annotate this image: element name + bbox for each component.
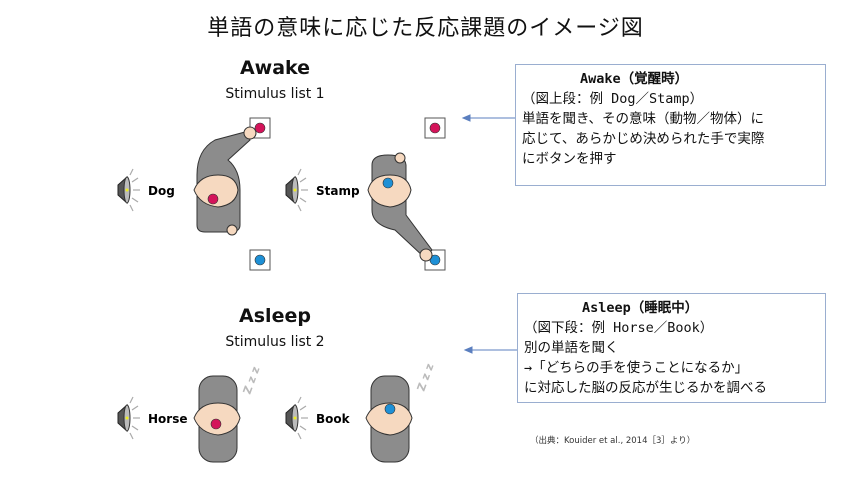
speaker-icon — [285, 396, 309, 440]
awake-heading: Awake — [239, 57, 311, 79]
asleep-stimulus-list: Stimulus list 2 — [225, 334, 325, 350]
asleep-heading: Asleep — [239, 305, 311, 327]
connector-arrows — [461, 114, 517, 354]
left-button-pink — [424, 117, 446, 139]
speaker-icon — [117, 396, 141, 440]
speaker-icon — [285, 168, 309, 212]
person-pressing-right-button — [367, 152, 433, 262]
word-horse: Horse — [148, 412, 188, 426]
word-dog: Dog — [148, 184, 175, 198]
asleep-box-line: （図下段：例 Horse／Book） — [524, 320, 714, 336]
awake-box-line: （図上段：例 Dog／Stamp） — [522, 91, 704, 107]
slide-title: 単語の意味に応じた反応課題のイメージ図 — [207, 16, 644, 41]
asleep-explanation-box: Asleep（睡眠中） （図下段：例 Horse／Book） 別の単語を聞く →… — [517, 293, 826, 403]
awake-box-line: にボタンを押す — [522, 151, 617, 167]
zzz-sleep-text: Z z z — [241, 365, 263, 396]
asleep-box-line: →「どちらの手を使うことになるか」 — [524, 360, 749, 376]
asleep-box-line: に対応した脳の反応が生じるかを調べる — [524, 380, 767, 396]
word-stamp: Stamp — [316, 184, 360, 198]
person-pressing-left-button — [193, 126, 257, 236]
right-button-blue — [249, 249, 271, 271]
awake-explanation-box: Awake（覚醒時） （図上段：例 Dog／Stamp） 単語を聞き、その意味（… — [515, 64, 826, 186]
awake-box-line: 応じて、あらかじめ決められた手で実際 — [522, 131, 765, 147]
citation: （出典：Kouider et al., 2014［3］より） — [530, 436, 696, 446]
awake-stimulus-list: Stimulus list 1 — [225, 86, 325, 102]
speaker-icon — [117, 168, 141, 212]
asleep-box-heading: Asleep（睡眠中） — [582, 300, 699, 316]
sleeping-person-left: Z z z — [193, 365, 263, 463]
zzz-sleep-text: Z z z — [415, 362, 437, 393]
sleeping-person-right: Z z z — [365, 362, 437, 463]
awake-box-heading: Awake（覚醒時） — [580, 71, 689, 87]
awake-box-line: 単語を聞き、その意味（動物／物体）に — [522, 111, 765, 127]
asleep-box-line: 別の単語を聞く — [524, 340, 619, 356]
word-book: Book — [316, 412, 351, 426]
